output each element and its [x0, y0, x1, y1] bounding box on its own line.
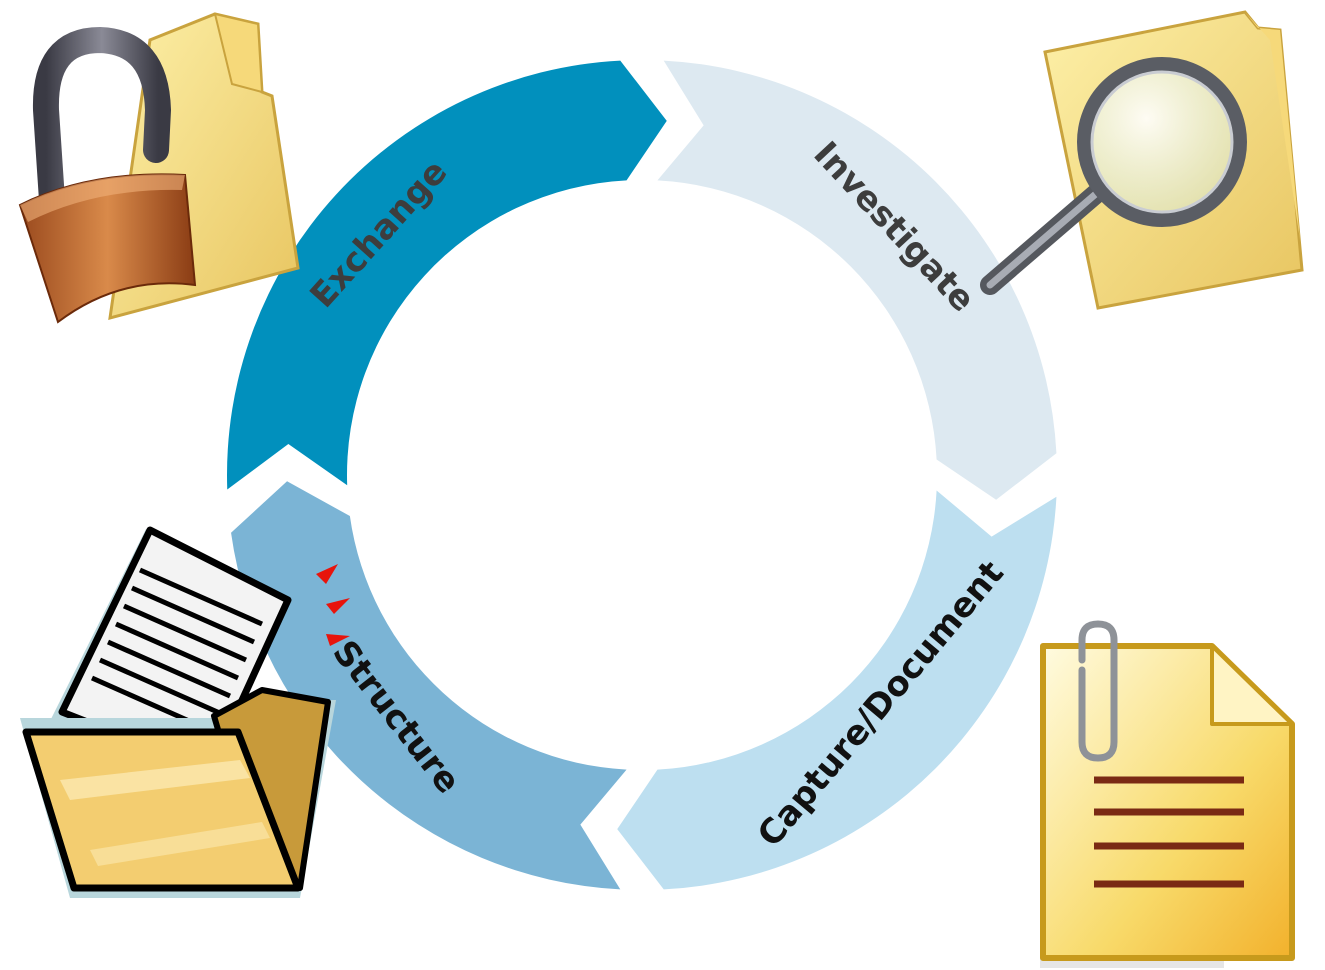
exchange-arrow-segment: [227, 60, 667, 490]
magnifier-folder-icon: [980, 10, 1304, 310]
padlock-folder-icon: [18, 12, 300, 324]
cycle-ring: [227, 60, 1057, 890]
open-folder-document-icon: [20, 526, 336, 898]
structure-arrow-segment: [231, 481, 627, 890]
attention-marks-icon: [316, 564, 350, 646]
document-lines: [90, 567, 264, 735]
capture-arrow-segment: [617, 490, 1057, 890]
investigate-arrow-segment: [657, 60, 1057, 500]
paperclip-document-icon: [1040, 620, 1295, 968]
